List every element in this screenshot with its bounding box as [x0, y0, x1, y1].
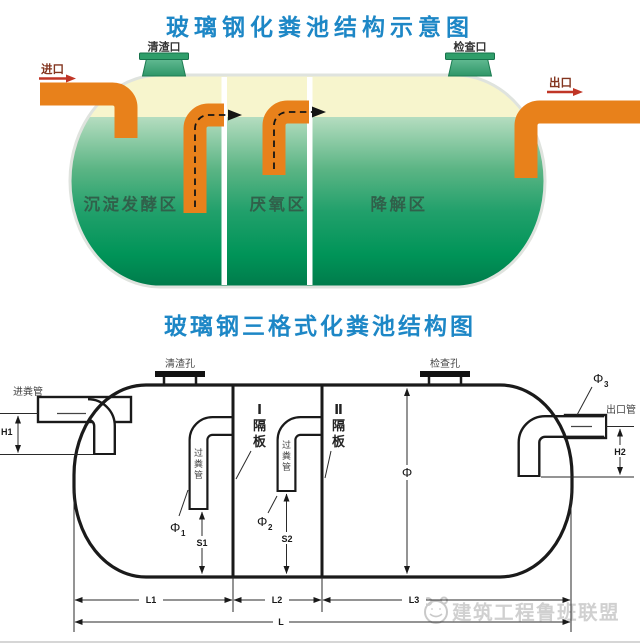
- dim-phi: Φ: [399, 388, 415, 574]
- outlet-label: 出口: [549, 76, 572, 90]
- dim-l2-label: L2: [272, 595, 283, 605]
- dim-phi1-symbol: Φ: [170, 520, 180, 535]
- tank-body: [68, 73, 547, 289]
- dim-s1-label: S1: [196, 538, 207, 548]
- pass-pipe-2: [276, 416, 323, 492]
- inlet-label: 进口: [41, 62, 64, 76]
- outlet-pipe: [514, 100, 640, 178]
- clean-hole-port: [155, 371, 205, 385]
- inspection-port-label: 检查口: [454, 40, 487, 54]
- bottom-diagram-title: 玻璃钢三格式化粪池结构图: [164, 313, 476, 339]
- divider-2: [307, 77, 313, 285]
- inspection-hole-port: [420, 371, 470, 385]
- top-diagram-title: 玻璃钢化粪池结构示意图: [166, 14, 474, 40]
- dim-row-segments: L1 L2 L3: [74, 593, 571, 606]
- outlet-pipe-assembly: [517, 413, 608, 477]
- dim-row-total: L: [74, 615, 571, 628]
- zone-degradation-label: 降解区: [371, 194, 428, 214]
- pass-pipe-1: [188, 416, 234, 510]
- clean-hole-label: 清渣孔: [165, 357, 195, 370]
- dim-l1-label: L1: [146, 595, 157, 605]
- inlet-pipe-label: 进粪管: [13, 385, 43, 398]
- dim-phi2: Φ 2: [257, 495, 278, 532]
- pass-pipe-2-label: 过粪管: [282, 439, 291, 472]
- dim-l-total-label: L: [278, 617, 284, 627]
- dim-phi3-sub: 3: [604, 380, 609, 389]
- dim-h1-label: H1: [1, 427, 13, 437]
- dim-l3-label: L3: [409, 595, 420, 605]
- inlet-arrow-icon: [39, 74, 76, 83]
- inspection-port: [445, 52, 495, 77]
- zone-settling-label: 沉淀发酵区: [84, 194, 179, 214]
- dim-s1: S1: [193, 511, 211, 574]
- dim-s2: S2: [278, 493, 296, 574]
- baffle-2-leader: [324, 450, 332, 479]
- dim-phi1-sub: 1: [181, 529, 186, 538]
- pass-pipe-1-label: 过粪管: [194, 447, 203, 480]
- watermark: 建筑工程鲁班联盟: [423, 596, 620, 624]
- dim-phi3-symbol: Φ: [593, 371, 603, 386]
- outlet-pipe-label: 出口管: [606, 403, 636, 416]
- outlet-arrow-icon: [547, 88, 583, 96]
- inlet-pipe-assembly: [36, 395, 133, 455]
- tank-outline: [72, 383, 574, 579]
- septic-tank-schematic: 清渣口 检查口 进口 出口 沉淀发酵区 厌氧区 降解区: [39, 40, 640, 289]
- inlet-pipe: [40, 82, 138, 138]
- baffle-1-leader: [235, 450, 252, 480]
- divider-1: [221, 77, 227, 285]
- dim-phi1: Φ 1: [170, 489, 189, 538]
- luban-logo-icon: [423, 596, 448, 624]
- clean-port-label: 清渣口: [148, 40, 181, 54]
- dim-phi3: Φ 3: [576, 371, 609, 416]
- dim-h1: H1: [0, 413, 93, 455]
- dim-s2-label: S2: [281, 534, 292, 544]
- watermark-text: 建筑工程鲁班联盟: [452, 601, 620, 624]
- tank-outline: [68, 73, 547, 289]
- dim-phi2-sub: 2: [268, 523, 273, 532]
- flow-dash-2: [273, 106, 326, 169]
- flow-dash-1: [194, 109, 242, 207]
- transfer-pipe-2: [262, 100, 309, 175]
- dim-phi-label: Φ: [402, 465, 412, 480]
- septic-tank-technical-drawing: 建筑工程鲁班联盟: [0, 357, 640, 643]
- zone-anaerobic-label: 厌氧区: [250, 194, 307, 214]
- dim-h2-label: H2: [614, 447, 626, 457]
- dim-phi2-symbol: Φ: [257, 514, 267, 529]
- clean-port: [139, 52, 189, 77]
- dim-h2: H2: [541, 426, 634, 478]
- inspection-hole-label: 检查孔: [430, 357, 460, 370]
